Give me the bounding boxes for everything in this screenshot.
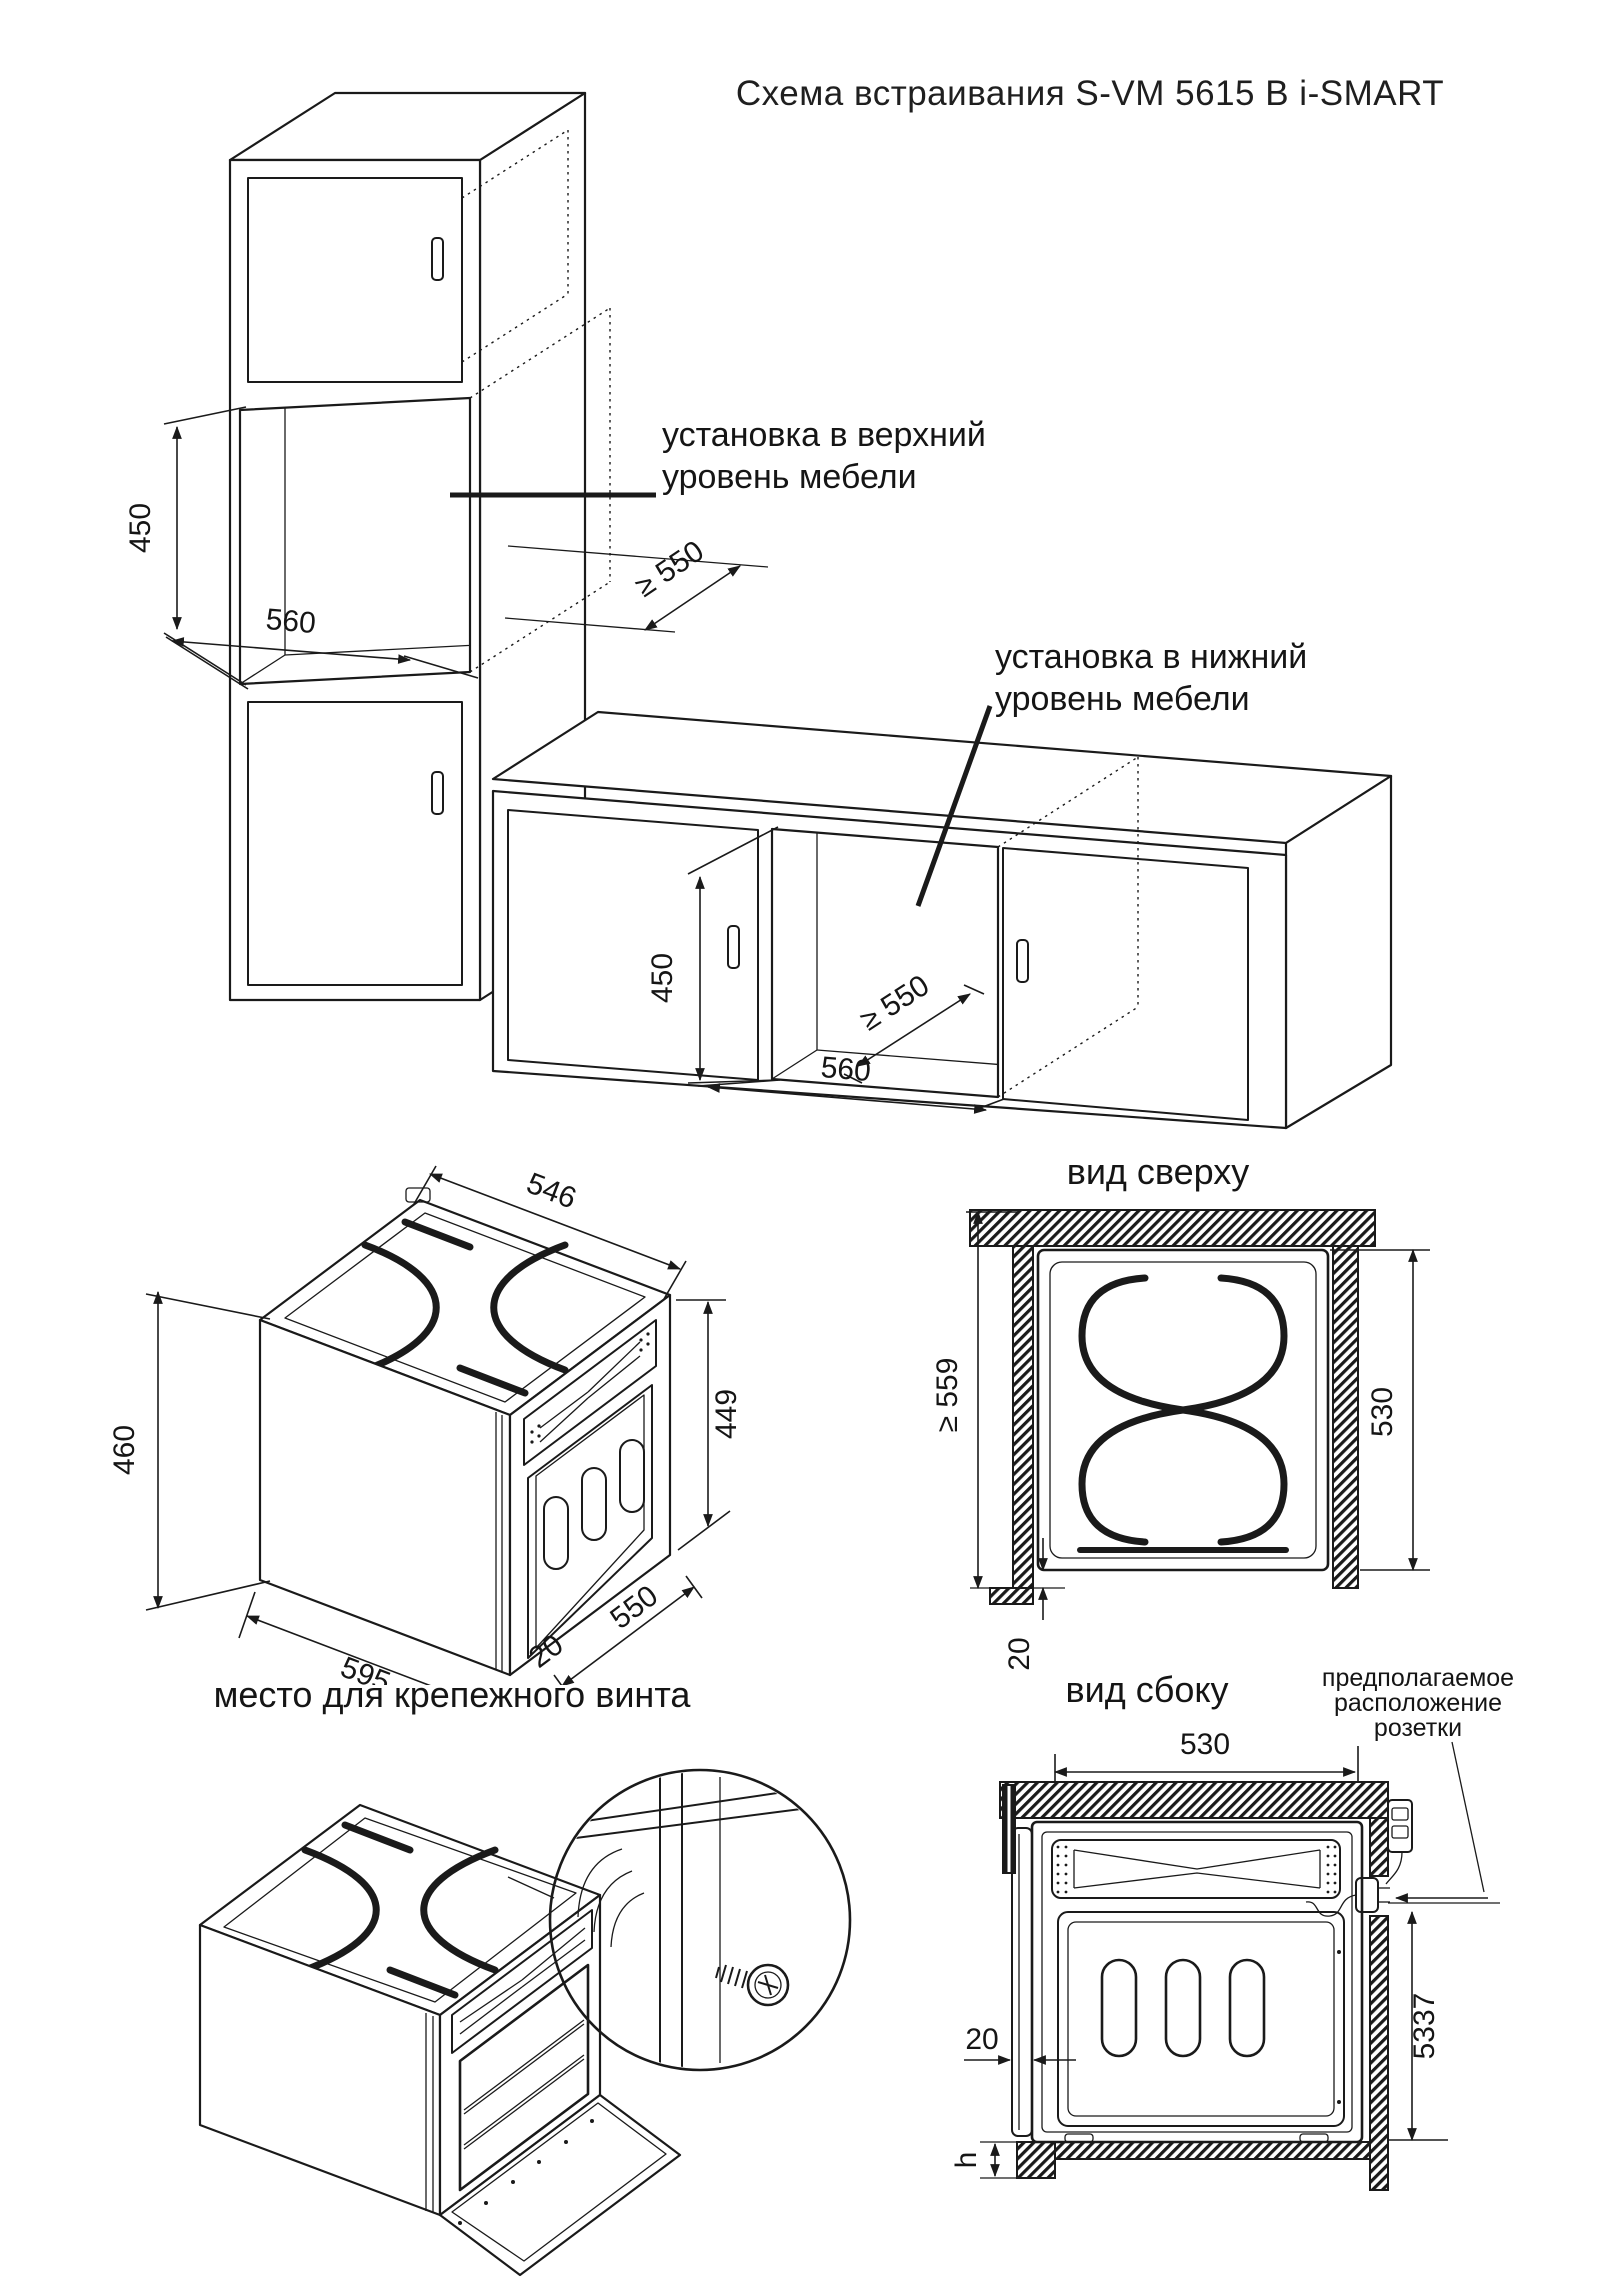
oven-top-outline [1036,1248,1330,1572]
handle-recess [451,1909,593,2054]
screw-view-title: место для крепежного винта [214,1674,692,1715]
socket-note: предполагаемое расположение розетки [1322,1664,1514,1903]
upper-note-line2: уровень мебели [662,458,917,496]
dim-label-upper-depth: ≥ 550 [629,535,710,604]
dim-label-559: ≥ 559 [931,1358,964,1433]
vent-slot [1228,1958,1266,2058]
oven-door-slab [1011,1827,1033,2137]
svg-text:предполагаемое: предполагаемое [1322,1664,1514,1692]
bottom-shelf [1016,2141,1371,2160]
lower-column-handle [431,771,444,815]
power-socket [1387,1799,1413,1853]
socket-and-cable [1305,1799,1500,1917]
dim-door-gap: 20 [964,2023,1076,2065]
top-panel [999,1781,1389,1819]
upper-door-handle [431,237,444,281]
dim-label-460: 460 [108,1425,141,1475]
vent-slot [1164,1958,1202,2058]
dim-label-20: 20 [1003,1637,1036,1670]
dim-label-449: 449 [710,1389,743,1439]
dim-label-lower-width: 560 [819,1051,872,1088]
dim-upper-width: 560 [165,603,479,690]
dim-530: 530 [1053,1728,1359,1788]
svg-text:розетки: розетки [1374,1714,1462,1742]
screw-location-view: место для крепежного винта [198,1674,852,2277]
dim-label-upper-height: 450 [124,503,157,553]
vent-slot [619,1439,645,1513]
lower-install-note: установка в нижний уровень мебели [915,638,1307,907]
base-right-door [1002,847,1249,1121]
dim-front-gap: 20 [1003,1538,1048,1671]
detail-leader-line [507,1876,555,1899]
dim-label-lower-height: 450 [646,953,679,1003]
oven-foot [1299,2133,1329,2143]
open-oven [198,1803,682,2277]
mounting-screw [715,1963,790,2007]
base-cabinet-run [491,710,1393,1130]
svg-text:расположение: расположение [1334,1689,1502,1717]
dim-cabinet-depth: ≥ 559 [931,1210,1018,1590]
cabinet-walls [969,1209,1376,1605]
back-wall-upper [1369,1817,1389,1877]
lower-note-line2: уровень мебели [995,680,1250,718]
dim-oven-depth: 530 [1330,1248,1430,1572]
dim-label-5337: 5337 [1408,1993,1441,2060]
back-wall-lower [1369,1915,1389,2191]
vent-slot [1100,1958,1138,2058]
base-right-handle [1016,939,1029,983]
vent-slot [543,1496,569,1570]
open-door [438,2093,682,2277]
side-view: вид сбоку предполагаемое расположение ро… [950,1664,1514,2191]
page-title: Схема встраивания S-VM 5615 B i-SMART [735,74,1445,113]
plug [1355,1877,1379,1913]
right-wall [1332,1245,1359,1589]
base-left-handle [727,925,740,969]
upper-niche [238,307,611,686]
recess-perforation [530,1332,650,1444]
dim-label-20: 20 [965,2023,998,2056]
oven-cavity [458,1963,590,2192]
oven-foot [1064,2133,1094,2143]
isometric-installation-diagram: 450 560 ≥ 550 450 ≥ 550 [124,91,1393,1130]
back-wall [969,1209,1376,1247]
vent-slot [581,1467,607,1541]
door-vent-dots [458,2119,594,2225]
cabinet-section [980,1781,1389,2191]
upper-install-note: установка в верхний уровень мебели [450,416,986,498]
top-clip [405,1187,431,1203]
top-view-title: вид сверху [1067,1151,1250,1192]
dim-plinth: h [950,2142,1000,2178]
dim-label-546: 546 [522,1167,581,1216]
dim-upper-height: 450 [124,406,247,686]
dim-449: 449 [676,1299,743,1551]
door-panel [527,1384,653,1659]
lower-column-door [247,701,463,986]
upper-cabinet-door [247,177,463,383]
front-plinth-block [989,1587,1034,1605]
oven-3d-view: 546 460 449 595 20 550 [108,1165,743,1685]
handle-recess [523,1319,657,1466]
dim-height: 5337 [1388,1910,1448,2142]
top-view: вид сверху ≥ 559 530 [931,1151,1430,1671]
lower-note-line1: установка в нижний [995,638,1307,676]
power-cable [1305,1894,1357,1917]
dim-label-530: 530 [1180,1728,1230,1761]
handle-recess [1051,1839,1341,1899]
recess-perforation [1056,1845,1337,1894]
dim-label-upper-width: 560 [264,603,317,640]
dim-label-530: 530 [1366,1387,1399,1437]
dim-label-h: h [950,2152,983,2169]
side-view-title: вид сбоку [1065,1669,1228,1710]
oven-section [1011,1820,1364,2144]
oven-body [258,1187,672,1677]
dim-lower-width: 560 [697,1051,1005,1114]
left-wall [1012,1245,1034,1589]
plinth-step [1016,2141,1056,2179]
upper-note-line1: установка в верхний [662,416,986,454]
dim-460: 460 [108,1290,271,1611]
